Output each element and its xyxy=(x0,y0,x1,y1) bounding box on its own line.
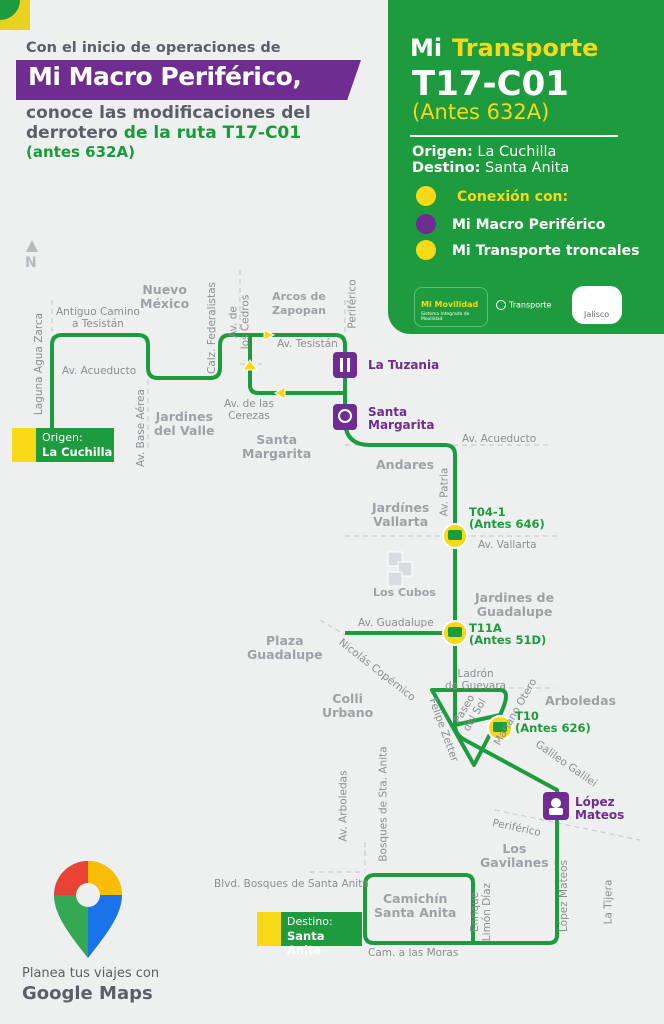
panel-conn-macro: Mi Macro Periférico xyxy=(452,217,606,233)
header-line3: conoce las modificaciones del xyxy=(26,103,311,123)
jalisco-logo: Jalisco xyxy=(572,286,622,324)
header-line4: derrotero de la ruta T17-C01 xyxy=(26,123,302,143)
street-vallarta: Av. Vallarta xyxy=(478,539,537,551)
panel-conexion: Conexión con: xyxy=(457,189,569,205)
home-icon xyxy=(257,912,281,946)
destino-box: Destino: Santa Anita xyxy=(257,912,362,957)
macro-icon xyxy=(416,214,436,234)
panel-antes: (Antes 632A) xyxy=(412,100,550,124)
bus-stop-markers xyxy=(442,523,513,741)
area-jardines-vallarta: Jardínes Vallarta xyxy=(372,500,430,529)
google-line1: Planea tus viajes con xyxy=(22,966,160,981)
route-triangle xyxy=(345,631,508,767)
header-line5: (antes 632A) xyxy=(26,143,135,161)
street-lopez: López Mateos xyxy=(558,859,571,933)
panel-origen: Origen: La Cuchilla xyxy=(412,144,557,160)
street-enrique: Enrique Limón Díaz xyxy=(469,882,494,942)
area-cubos: Los Cubos xyxy=(373,586,436,599)
street-blvd: Blvd. Bosques de Santa Anita xyxy=(214,878,369,890)
street-patria: Av. Patria xyxy=(438,467,451,517)
macro-stations xyxy=(333,352,569,820)
area-jardines-guadalupe: Jardines de Guadalupe xyxy=(475,590,555,619)
street-base-aerea: Av. Base Aérea xyxy=(135,389,147,467)
stop-lopez-mateos: López Mateos xyxy=(575,795,625,822)
stop-t11a: T11A (Antes 51D) xyxy=(469,621,547,647)
area-arcos: Arcos de Zapopan xyxy=(272,290,326,317)
street-guadalupe: Av. Guadalupe xyxy=(358,617,434,629)
mi-movilidad-logo: Mi Movilidad Sistema Integrado de Movili… xyxy=(414,287,488,327)
info-panel xyxy=(388,0,664,334)
panel-route: T17-C01 xyxy=(412,64,569,104)
header-banner: Mi Macro Periférico, xyxy=(16,60,361,100)
header-line1: Con el inicio de operaciones de xyxy=(26,40,281,56)
area-andares: Andares xyxy=(376,457,435,472)
street-acueducto-w: Av. Acueducto xyxy=(62,365,137,377)
los-cubos-icon xyxy=(387,551,413,587)
area-arboledas: Arboledas xyxy=(545,693,616,708)
panel-transporte: Transporte xyxy=(452,34,599,62)
troncal-icon xyxy=(416,240,436,260)
transporte-logo: Transporte xyxy=(496,300,551,310)
compass-n: N xyxy=(25,255,37,271)
area-plaza-guadalupe: Plaza Guadalupe xyxy=(247,633,323,662)
street-cerezas: Av. de las Cerezas xyxy=(224,398,274,422)
street-acueducto-e: Av. Acueducto xyxy=(462,433,537,445)
panel-destino: Destino: Santa Anita xyxy=(412,160,570,176)
area-colli: Colli Urbano xyxy=(322,691,374,720)
street-periferico-n: Periférico xyxy=(346,279,359,329)
panel-mi: Mi xyxy=(410,34,443,62)
header-highlight: Mi Macro Periférico, xyxy=(28,62,302,91)
street-calz-fed: Calz. Federalistas xyxy=(206,282,218,374)
route-loop xyxy=(248,335,345,395)
area-gavilanes: Los Gavilanes xyxy=(480,841,549,870)
street-tesistan: Av. Tesistán xyxy=(277,338,338,350)
street-laguna: Laguna Agua Zarca xyxy=(33,312,46,416)
stop-t04: T04-1 (Antes 646) xyxy=(469,505,545,531)
area-santa-margarita: Santa Margarita xyxy=(242,432,312,461)
route-line xyxy=(50,333,560,945)
street-moras: Cam. a las Moras xyxy=(368,947,459,959)
area-camichin: Camichín Santa Anita xyxy=(374,891,457,920)
panel-conn-troncales: Mi Transporte troncales xyxy=(452,243,640,259)
connection-icon xyxy=(416,186,436,206)
street-ladron: Ladrón de Guevara xyxy=(445,668,507,692)
origin-box: Origen: La Cuchilla xyxy=(12,428,114,462)
street-bosques: Bosques de Sta. Anita xyxy=(377,746,390,862)
panel-divider xyxy=(410,135,618,137)
street-antiguo-camino: Antiguo Camino a Tesistán xyxy=(56,306,140,330)
direction-arrows xyxy=(242,329,286,400)
compass-arrow xyxy=(26,240,38,252)
stop-santa-margarita: Santa Margarita xyxy=(368,405,435,432)
stop-t10: T10 (Antes 626) xyxy=(515,709,591,735)
home-icon xyxy=(12,428,36,462)
google-maps-pin-icon xyxy=(54,861,122,958)
street-tijera: La Tijera xyxy=(602,879,615,925)
street-arboledas: Av. Arboledas xyxy=(337,770,350,842)
stop-tuzania: La Tuzania xyxy=(368,358,440,372)
google-line2: Google Maps xyxy=(22,983,153,1004)
area-jardines-valle: Jardines del Valle xyxy=(154,409,215,438)
area-nuevo-mexico: Nuevo México xyxy=(140,282,190,311)
street-cedros: Av. de los Cedros xyxy=(227,294,252,350)
